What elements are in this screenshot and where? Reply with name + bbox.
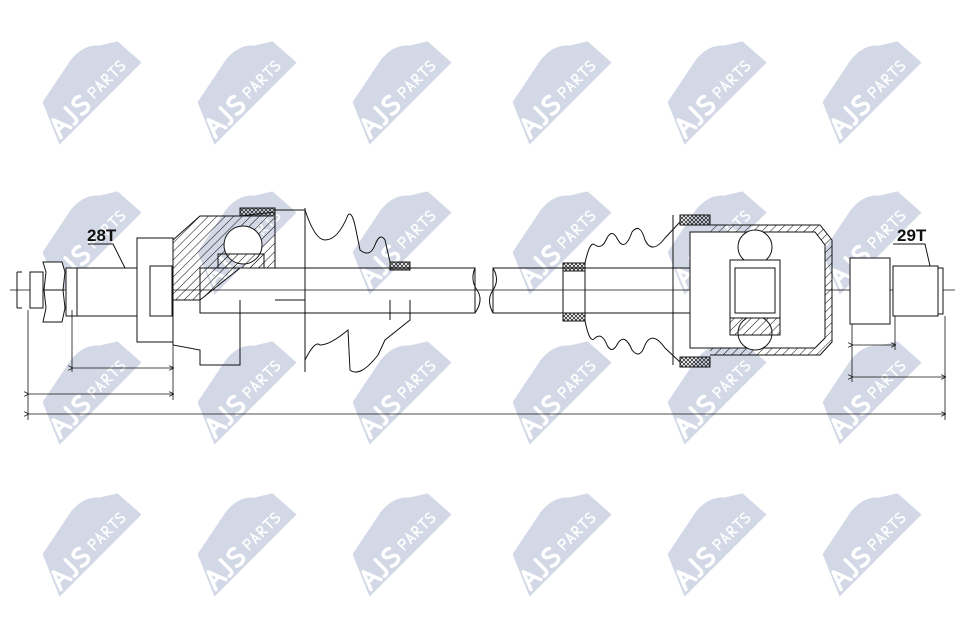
watermark-logo	[667, 493, 767, 597]
watermark-logo	[512, 41, 612, 145]
hex-nut	[42, 261, 66, 323]
leader-28t	[88, 243, 126, 269]
shaft-left	[199, 267, 476, 314]
watermark-logo	[197, 41, 297, 145]
boot-left	[275, 209, 411, 268]
watermark-logo	[822, 493, 922, 597]
dimension-lines	[28, 310, 945, 420]
watermark-logo	[667, 41, 767, 145]
spline-count-left: 28T	[87, 226, 117, 245]
watermark-logo	[512, 493, 612, 597]
spline-stub-left	[65, 267, 149, 317]
watermark-logo	[42, 41, 142, 145]
watermark-logo	[822, 341, 922, 445]
spline-stub-right	[892, 265, 939, 317]
watermark-logo	[197, 493, 297, 597]
watermark-logo	[197, 341, 297, 445]
left-outer-joint	[16, 207, 481, 373]
leader-29t	[893, 243, 931, 267]
watermark-logo	[352, 41, 452, 145]
watermark-logo	[42, 493, 142, 597]
right-inner-joint	[489, 214, 944, 368]
watermark-logo	[512, 341, 612, 445]
watermark-logo	[352, 341, 452, 445]
boot-right	[584, 221, 681, 264]
watermark-logo	[512, 191, 612, 295]
spline-count-right: 29T	[897, 226, 927, 245]
watermark-logo	[822, 41, 922, 145]
watermark-logo	[352, 493, 452, 597]
